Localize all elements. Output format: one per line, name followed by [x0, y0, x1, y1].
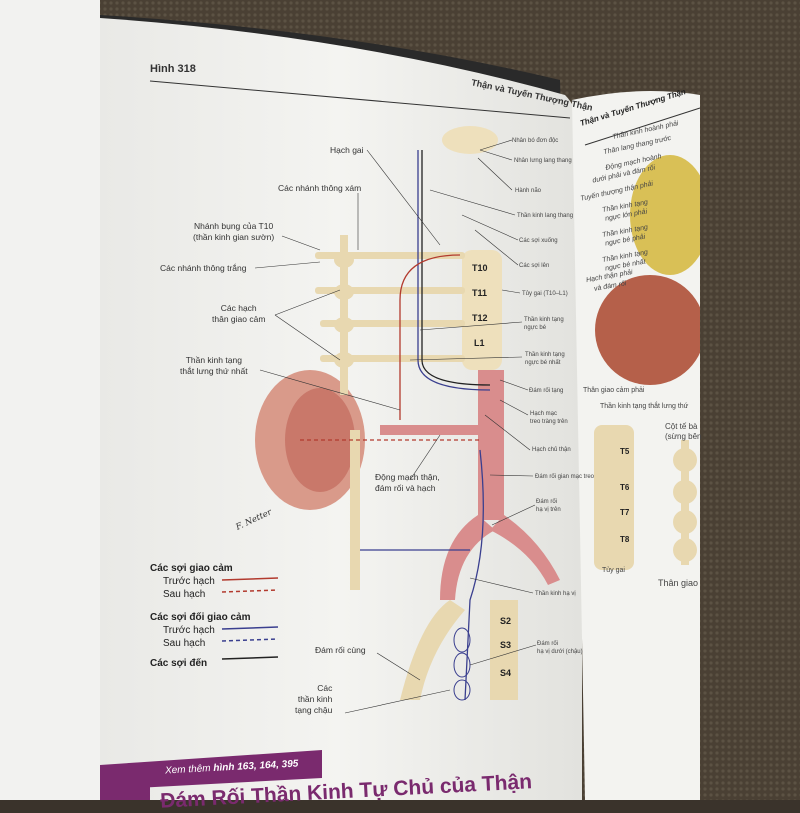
label-line: Nhánh bụng của T10	[193, 221, 274, 231]
label-line: thắt lưng thứ nhất	[180, 366, 248, 376]
legend-sympathetic-title: Các sợi giao cảm	[150, 563, 233, 574]
label-line: (thần kinh gian sườn)	[193, 232, 275, 242]
segment-label: T11	[472, 288, 488, 298]
label-spinal-cord: Tủy gai (T10–L1)	[522, 291, 568, 297]
right-trunk-label: Thân giao	[658, 578, 699, 588]
medulla-illustration	[442, 126, 498, 154]
legend-para-post: Sau hạch	[163, 638, 206, 649]
label-line: Thần kinh tạng	[524, 317, 564, 323]
label-line: thân giao cảm	[212, 314, 266, 324]
sacral-label: S3	[500, 640, 512, 650]
segment-label: L1	[474, 338, 485, 348]
label-ascending-fibers: Các sợi lên	[519, 263, 550, 269]
right-label: Thần kinh tạng thắt lưng thứ	[600, 403, 689, 410]
legend-sym-pre: Trước hạch	[163, 576, 215, 587]
label-line: đám rối và hạch	[375, 483, 436, 493]
label-solitary-nucleus: Nhân bó đơn độc	[512, 138, 559, 144]
legend-lines	[221, 577, 279, 660]
label-line: Động mạch thận,	[375, 472, 440, 482]
right-kidney-illustration	[595, 275, 705, 385]
column-label: Cột tế bà(sừng bên	[665, 422, 702, 442]
label-sup-mesenteric: Hạch mạc treo tràng trên	[530, 410, 568, 426]
label-line: hạ vị trên	[536, 507, 561, 513]
label-line: ngực bé nhất	[525, 360, 561, 366]
label-inf-hypogastric: Đám rối hạ vị dưới (chậu)	[537, 640, 583, 656]
label-renal-artery: Động mạch thận,đám rối và hạch	[375, 472, 440, 494]
sacral-label: S4	[500, 668, 512, 678]
label-descending-fibers: Các sợi xuống	[519, 238, 558, 244]
right-segment: T6	[620, 483, 630, 492]
legend-sym-post: Sau hạch	[163, 589, 206, 600]
sympathetic-chain-illustration	[315, 235, 465, 395]
segment-label: T10	[472, 263, 488, 273]
label-line: thần kinh	[297, 694, 333, 704]
right-spinal-cord-label: Tủy gai	[602, 567, 625, 574]
label-line: Đám rối	[536, 499, 558, 505]
label-ventral-ramus: Nhánh bụng của T10(thần kinh gian sườn)	[193, 221, 274, 243]
figure-number: Hình 318	[150, 63, 196, 75]
label-lesser-splanchnic: Thần kinh tạng ngực bé	[524, 316, 564, 332]
label-celiac-plexus: Đám rối tạng	[529, 388, 564, 394]
label-line: Thần kinh tạng	[185, 355, 242, 365]
label-aorticorenal: Hạch chủ thận	[532, 447, 571, 453]
right-label: Thân giao cảm phải	[583, 387, 645, 394]
leader-lines	[254, 139, 537, 714]
right-segment: T7	[620, 508, 630, 517]
thoracic-cord-illustration	[594, 425, 634, 570]
label-line: tạng chậu	[295, 705, 333, 715]
label-dorsal-vagal: Nhân lưng lang thang	[514, 158, 572, 164]
label-sup-hypogastric: Đám rối hạ vị trên	[536, 498, 561, 514]
label-line: Các	[317, 683, 333, 693]
label-line: treo tràng trên	[530, 419, 568, 425]
label-gray-rami: Các nhánh thông xám	[278, 183, 362, 193]
label-line: Các hạch	[220, 303, 257, 313]
spinal-cord-illustration	[462, 250, 502, 370]
adrenal-illustration	[630, 155, 710, 275]
label-line: Thần kinh tạng	[525, 352, 565, 358]
see-also-bar	[100, 750, 322, 790]
legend-para-pre: Trước hạch	[163, 625, 215, 636]
label-line: ngực bé	[524, 325, 547, 331]
segment-label: T12	[472, 313, 488, 323]
right-segment: T8	[620, 535, 630, 544]
label-least-splanchnic: Thần kinh tạng ngực bé nhất	[525, 351, 565, 367]
aorta-illustration	[380, 370, 560, 600]
label-line: Hạch mạc	[530, 411, 558, 417]
label-line: hạ vị dưới (chậu)	[537, 649, 583, 655]
label-medulla: Hành não	[515, 188, 542, 194]
sacral-label: S2	[500, 616, 512, 626]
sacral-illustration	[400, 600, 518, 701]
label-vagus: Thần kinh lang thang	[517, 213, 574, 219]
label-spinal-ganglion: Hạch gai	[330, 145, 364, 155]
legend-afferent: Các sợi đến	[150, 658, 208, 669]
label-line: (sừng bên	[665, 432, 702, 441]
right-segment: T5	[620, 447, 630, 456]
label-white-rami: Các nhánh thông trắng	[160, 263, 247, 273]
label-line: Cột tế bà	[665, 422, 698, 431]
legend-parasympathetic-title: Các sợi đối giao cảm	[150, 612, 251, 623]
nerve-pathways	[300, 150, 491, 701]
label-intermesenteric: Đám rối gian mạc treo	[535, 474, 595, 480]
label-hypogastric-nerve: Thần kinh hạ vị	[535, 591, 576, 597]
label-sacral-plexus: Đám rối cùng	[315, 645, 366, 655]
label-line: Đám rối	[537, 641, 559, 647]
